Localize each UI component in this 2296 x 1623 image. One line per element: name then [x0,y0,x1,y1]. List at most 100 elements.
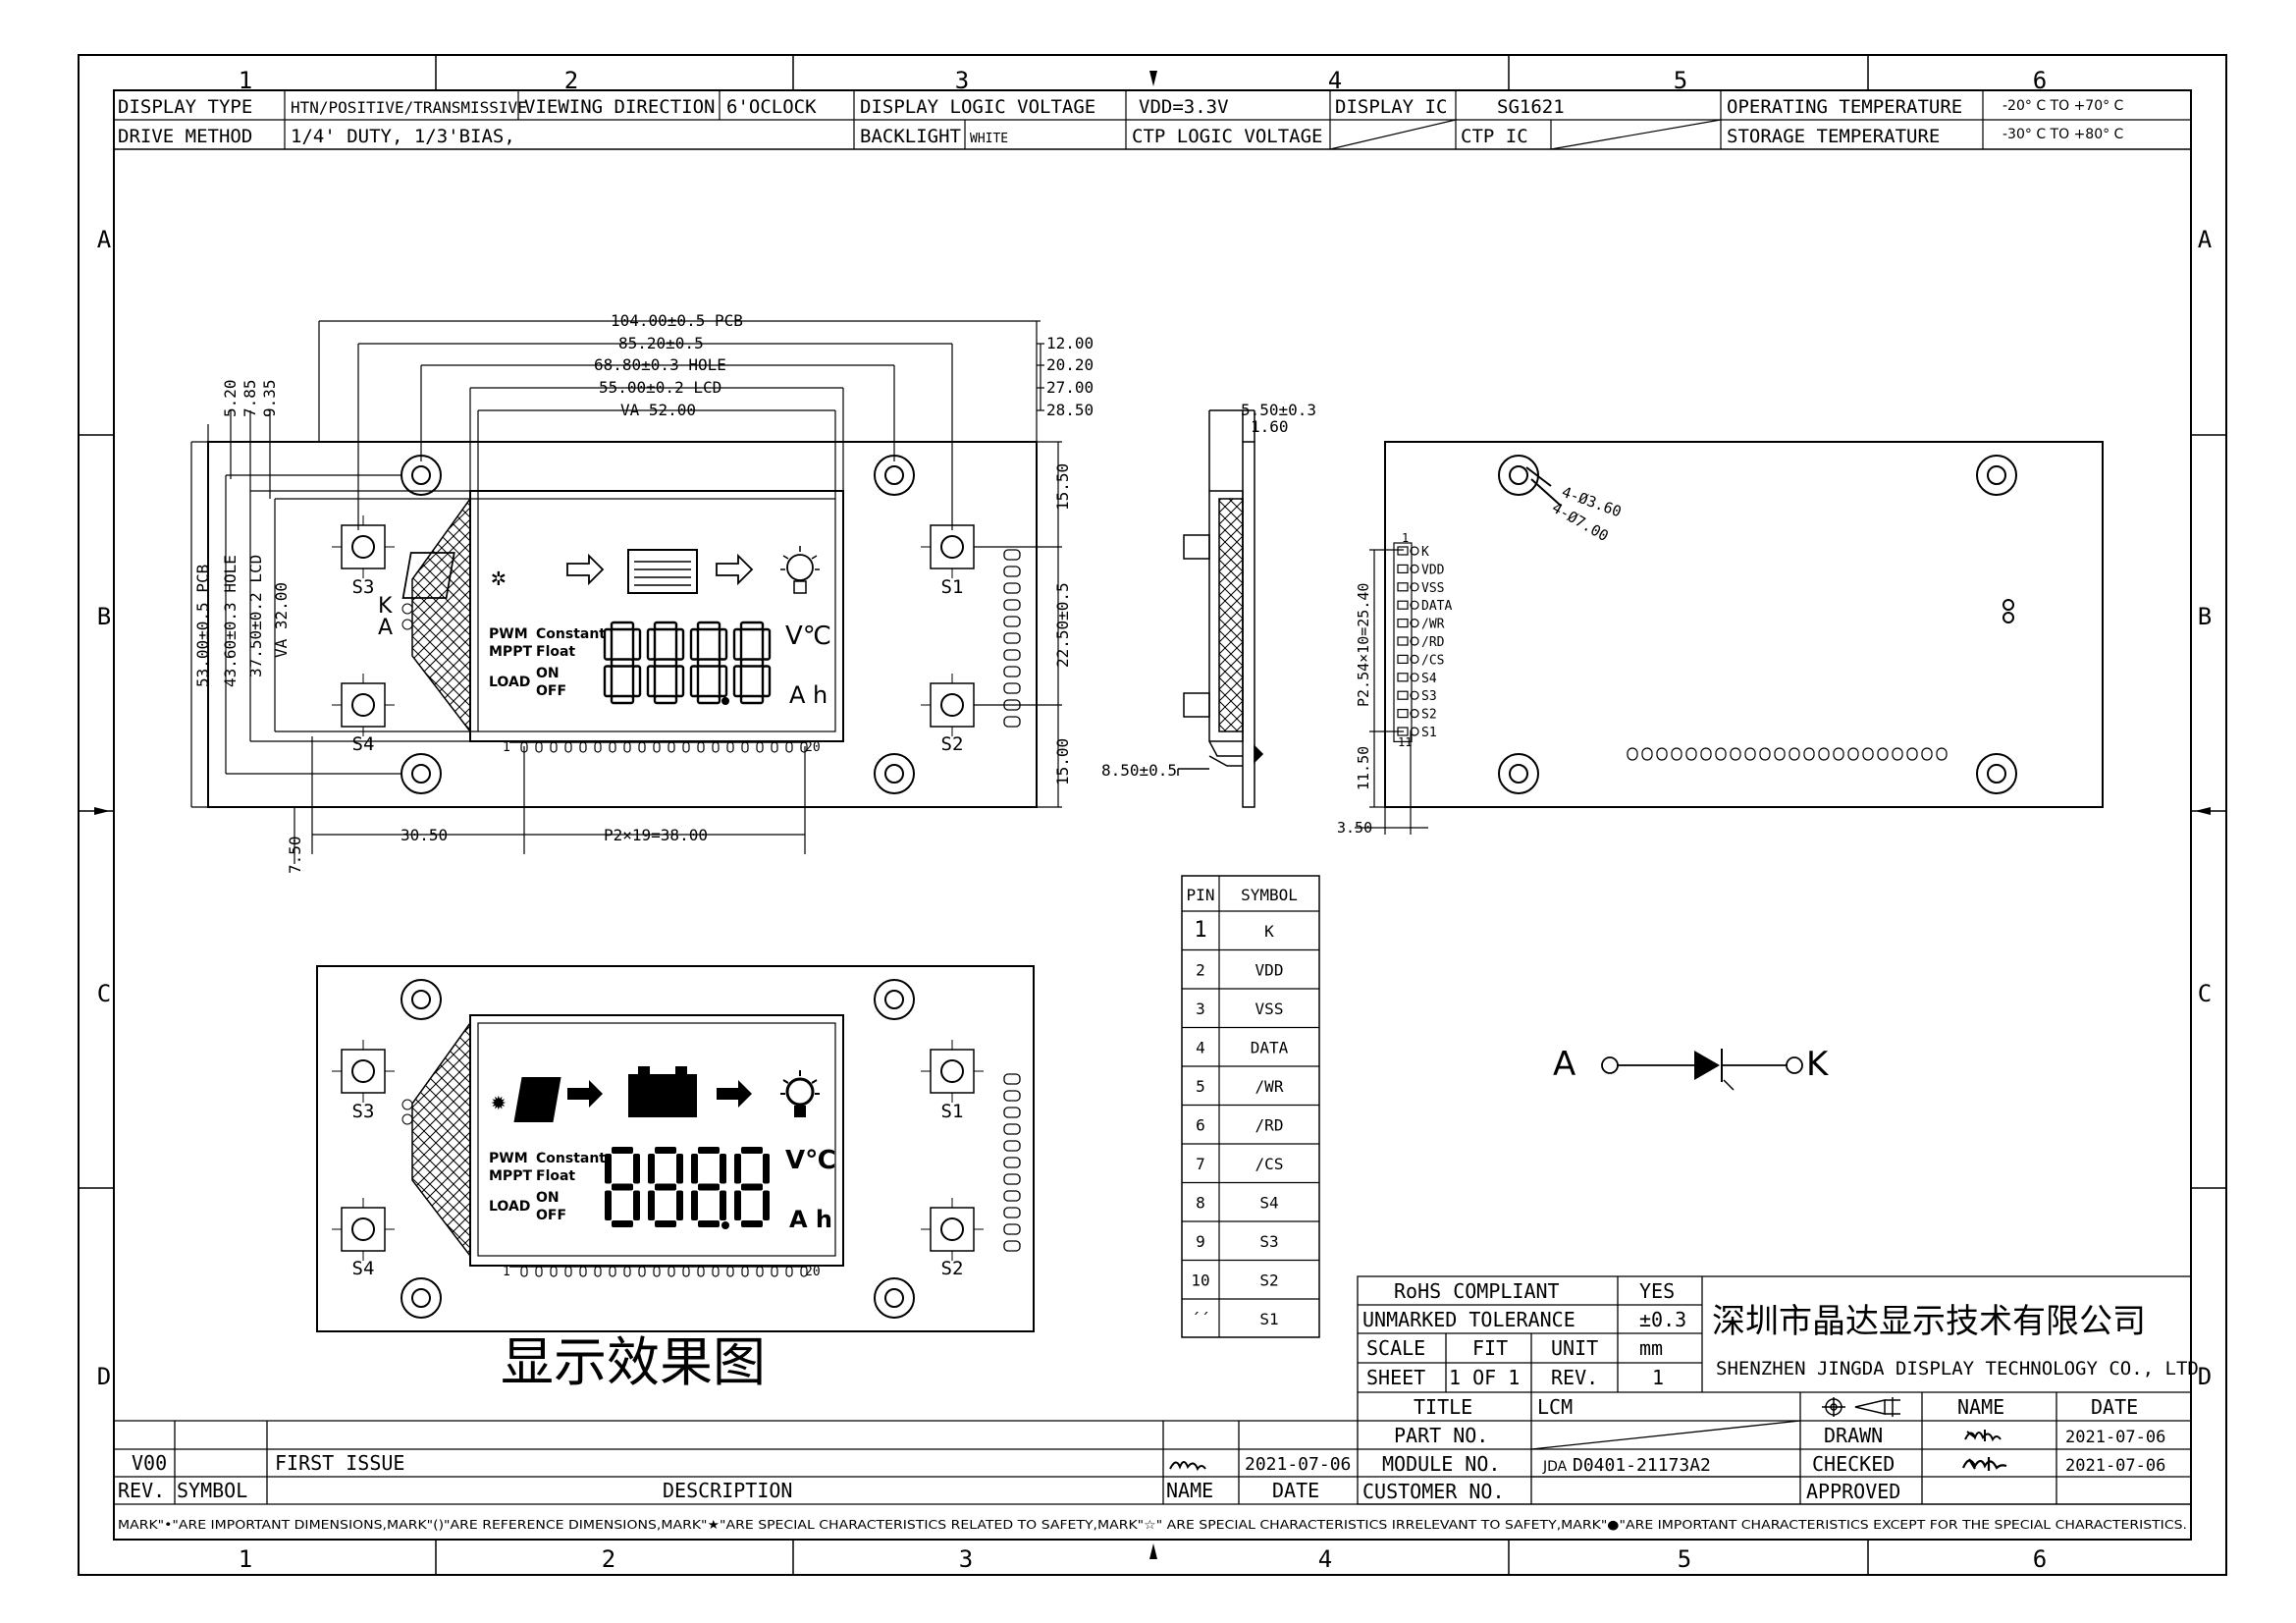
col-label: 4 [1328,67,1342,94]
rear-pad [1744,747,1756,761]
name-col-label: NAME [1957,1395,2004,1419]
rear-pad [1759,747,1771,761]
lcd-unit-ah: A h [789,681,828,709]
revision-description: FIRST ISSUE [275,1451,404,1475]
lcd-decimal-point [721,1221,729,1229]
lcd-segment [691,1154,698,1184]
pin-table-symbol: K [1264,922,1274,941]
viewing-direction-label: VIEWING DIRECTION [524,96,715,118]
sun-icon: ✲ [491,563,507,592]
display-effect-view: 1 20 S3 S4 S1 S2 ✹ PWM MPPT LOAD Constan… [316,965,1035,1393]
pin-table-pin: 10 [1191,1271,1209,1289]
col-label: 1 [239,1545,252,1573]
dim-button-span: 85.20±0.5 [618,334,704,352]
lcd-segment [653,621,678,631]
scale-label: SCALE [1366,1336,1425,1360]
col-label: 1 [239,67,252,94]
rear-pin [1397,690,1409,700]
tolerance-label: UNMARKED TOLERANCE [1362,1308,1575,1331]
lcd-segment [698,1147,720,1154]
lcd-segment [631,627,642,661]
connector-pad [1003,1107,1021,1118]
lcd-segment [734,1154,741,1184]
dim-right-top-1: 12.00 [1046,334,1094,352]
pin-table-symbol: /CS [1255,1155,1284,1173]
lcd-mppt: MPPT [489,644,532,660]
row-label: D [2198,1363,2212,1390]
lcd-pin [579,741,587,753]
effect-view-title: 显示效果图 [501,1331,766,1393]
lcd-pin [550,1266,558,1277]
dim-left-top-1: 5.20 [221,379,240,417]
effect-unit-vc: V℃ [785,1146,836,1175]
title-value: LCM [1537,1395,1573,1419]
pin-table-pin: 4 [1196,1038,1205,1056]
lcd-segment [763,1190,770,1220]
rear-pads [1627,747,1948,761]
unit-label: UNIT [1551,1336,1598,1360]
sheet-label: SHEET [1366,1366,1425,1389]
module-value: D0401-21173A2 [1573,1455,1711,1476]
row-label: A [2198,226,2213,253]
lcd-segment [696,621,721,631]
lcd-segment [698,1220,720,1227]
lcd-segment [674,627,685,661]
dim-right-v-1: 15.50 [1053,463,1072,511]
lcd-segment [646,627,657,661]
rear-pad [1803,747,1815,761]
dim-right-v-2: 22.50±0.5 [1053,582,1072,668]
revision-value: V00 [132,1451,167,1475]
connector-pad [1003,682,1021,694]
viewing-direction-value: 6'OCLOCK [726,96,817,118]
logic-voltage-label: DISPLAY LOGIC VOLTAGE [860,96,1095,118]
lcd-pin [535,741,543,753]
lcd-segment [720,1154,726,1184]
side-view [1177,409,1264,808]
rear-pad [1730,747,1741,761]
diode-symbol: A K [1553,1045,1830,1091]
rear-pin-label: /RD [1421,635,1445,650]
dim-side-bottom: 8.50±0.5 [1101,761,1177,780]
rear-dim-bottom-v: 11.50 [1355,746,1372,790]
rohs-label: RoHS COMPLIANT [1394,1279,1560,1303]
lcd-pin [623,741,631,753]
drawn-date: 2021-07-06 [2065,1428,2165,1447]
row-label: D [97,1363,111,1390]
pin-table-pin: 1 [1194,918,1206,943]
dim-bottom-2: P2×19=38.00 [604,826,708,844]
lcd-pin [579,1266,587,1277]
lcd-pin [785,1266,793,1277]
lcd-pin [653,1266,661,1277]
rear-pad [1627,747,1638,761]
effect-float: Float [536,1168,575,1184]
rear-pad [1715,747,1727,761]
lcd-pins [509,741,808,753]
revision-col-date: DATE [1272,1479,1319,1502]
rear-pad [1656,747,1668,761]
company-en: SHENZHEN JINGDA DISPLAY TECHNOLOGY CO., … [1716,1358,2199,1380]
pin-table-pin: ´´ [1191,1310,1209,1328]
rohs-value: YES [1639,1279,1675,1303]
lcd-segment [761,627,772,661]
col-label: 3 [955,67,969,94]
signature-revision [1169,1461,1206,1472]
lcd-segment [633,1190,640,1220]
row-label: B [97,603,111,630]
lcd-pin [682,1266,690,1277]
col-label: 5 [1678,1545,1691,1573]
dim-side-top-2: 1.60 [1251,417,1289,436]
pin-table-symbol: S1 [1259,1310,1278,1328]
connector-pad [1003,1190,1021,1202]
dim-va-width: VA 52.00 [620,401,696,419]
lcd-digits-filled [605,1147,770,1229]
drive-method-value: 1/4' DUTY, 1/3'BIAS, [291,126,515,147]
lcd-segment [674,665,685,698]
bulb-icon [780,546,820,594]
storage-temp-value: -30° C TO +80° C [2002,127,2124,142]
col-label: 2 [564,67,578,94]
effect-pin-first: 1 [503,1265,510,1279]
pin-table-symbol: S3 [1259,1232,1278,1251]
lcd-segment [676,1154,683,1184]
connector-pad [1003,582,1021,594]
lcd-segment [653,694,678,705]
